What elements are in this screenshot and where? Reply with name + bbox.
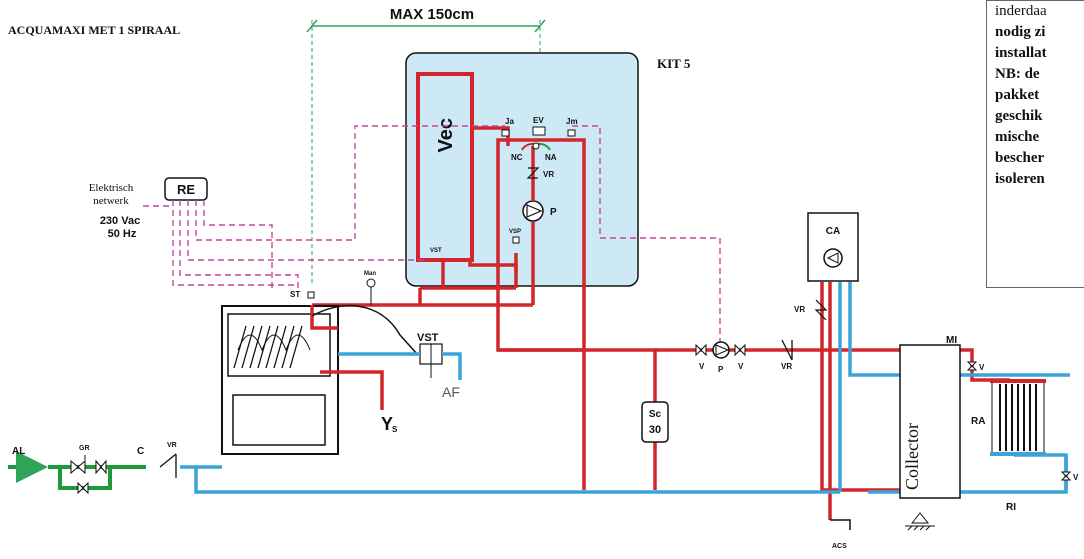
vsp-valve: VSP bbox=[509, 229, 521, 244]
ground-symbol bbox=[905, 512, 935, 531]
boiler-red-pipes bbox=[310, 282, 1010, 520]
sc-30-device: Sc 30 bbox=[641, 401, 669, 443]
mi-label: MI bbox=[946, 335, 957, 346]
pump-row-v1: V bbox=[699, 362, 705, 371]
vst-valve: VST bbox=[417, 332, 443, 378]
manometer: Man bbox=[364, 271, 376, 305]
note-line: nodig zi bbox=[995, 24, 1046, 40]
al-label: AL bbox=[12, 446, 25, 457]
pump-row-vr: VR bbox=[781, 362, 792, 371]
radiator: RA bbox=[971, 379, 1046, 456]
pump-row-v2: V bbox=[738, 362, 744, 371]
gr-label: GR bbox=[79, 445, 90, 452]
v-top-label: V bbox=[979, 363, 985, 372]
vsp-label: VSP bbox=[509, 229, 521, 235]
inlet-pipe bbox=[8, 451, 146, 495]
power-line2: netwerk bbox=[93, 195, 129, 207]
power-voltage: 230 Vac bbox=[100, 215, 140, 227]
st-label: ST bbox=[290, 290, 300, 299]
sc-label: Sc bbox=[649, 409, 662, 420]
power-freq: 50 Hz bbox=[108, 228, 137, 240]
kit-5-box bbox=[405, 52, 639, 287]
ra-label: RA bbox=[971, 416, 985, 427]
pump-row: V P V VR bbox=[695, 339, 793, 374]
sc-value: 30 bbox=[649, 424, 661, 436]
electrical-lines bbox=[143, 125, 721, 348]
st-sensor bbox=[307, 291, 315, 299]
note-line: bescher bbox=[995, 150, 1045, 166]
note-line: inderdaa bbox=[995, 3, 1047, 19]
ja-label: Ja bbox=[505, 117, 514, 126]
vec-label: Vec bbox=[435, 118, 457, 152]
ca-vr-label: VR bbox=[794, 305, 805, 314]
re-box bbox=[164, 177, 208, 201]
power-line1: Elektrisch bbox=[89, 182, 134, 194]
kit-vst-label: VST bbox=[430, 248, 442, 254]
note-line: pakket bbox=[995, 87, 1040, 103]
s-label: S bbox=[392, 425, 398, 434]
kit-pump: P bbox=[522, 200, 557, 222]
diagram-title: ACQUAMAXI MET 1 SPIRAAL bbox=[8, 23, 180, 37]
collector-label: Collector bbox=[902, 423, 922, 490]
note-line: mische bbox=[995, 129, 1040, 145]
max-dimension: MAX 150cm bbox=[306, 6, 546, 285]
ca-check-valve: VR bbox=[794, 299, 828, 321]
kit-vr-label: VR bbox=[543, 170, 554, 179]
collector: Collector bbox=[899, 344, 961, 499]
kit-pump-label: P bbox=[550, 207, 557, 218]
radiator-valves: V V bbox=[966, 361, 1079, 482]
vst-label: VST bbox=[417, 332, 439, 344]
boiler-wire bbox=[311, 305, 419, 356]
inlet-check-valve: VR bbox=[159, 442, 177, 478]
pump-row-p: P bbox=[718, 365, 724, 374]
ca-unit: CA bbox=[807, 212, 859, 282]
ri-label: RI bbox=[1006, 502, 1016, 513]
s-symbol: Y bbox=[381, 414, 393, 434]
v-bottom-label: V bbox=[1073, 473, 1079, 482]
note-line: installat bbox=[995, 45, 1047, 61]
note-line: geschik bbox=[995, 108, 1043, 124]
man-label: Man bbox=[364, 271, 376, 277]
ev-label: EV bbox=[533, 116, 544, 125]
note-line: NB: de bbox=[995, 66, 1040, 82]
nc-label: NC bbox=[511, 153, 523, 162]
af-label-mid: AF bbox=[442, 384, 460, 400]
c-label: C bbox=[137, 446, 144, 457]
jm-label: Jm bbox=[566, 117, 578, 126]
na-label: NA bbox=[545, 153, 557, 162]
ca-label: CA bbox=[826, 226, 840, 237]
ev-valve: Ja EV Jm NC NA bbox=[501, 116, 578, 162]
kit-check-valve: VR bbox=[526, 167, 554, 179]
kit-label: KIT 5 bbox=[657, 56, 691, 71]
vec-tank bbox=[416, 72, 474, 262]
note-line: isoleren bbox=[995, 171, 1045, 187]
re-label: RE bbox=[177, 182, 195, 197]
acs-label: ACS bbox=[832, 543, 847, 550]
max-label: MAX 150cm bbox=[390, 6, 474, 23]
acs-tap: ACS bbox=[830, 519, 851, 550]
inlet-vr-label: VR bbox=[167, 442, 177, 449]
